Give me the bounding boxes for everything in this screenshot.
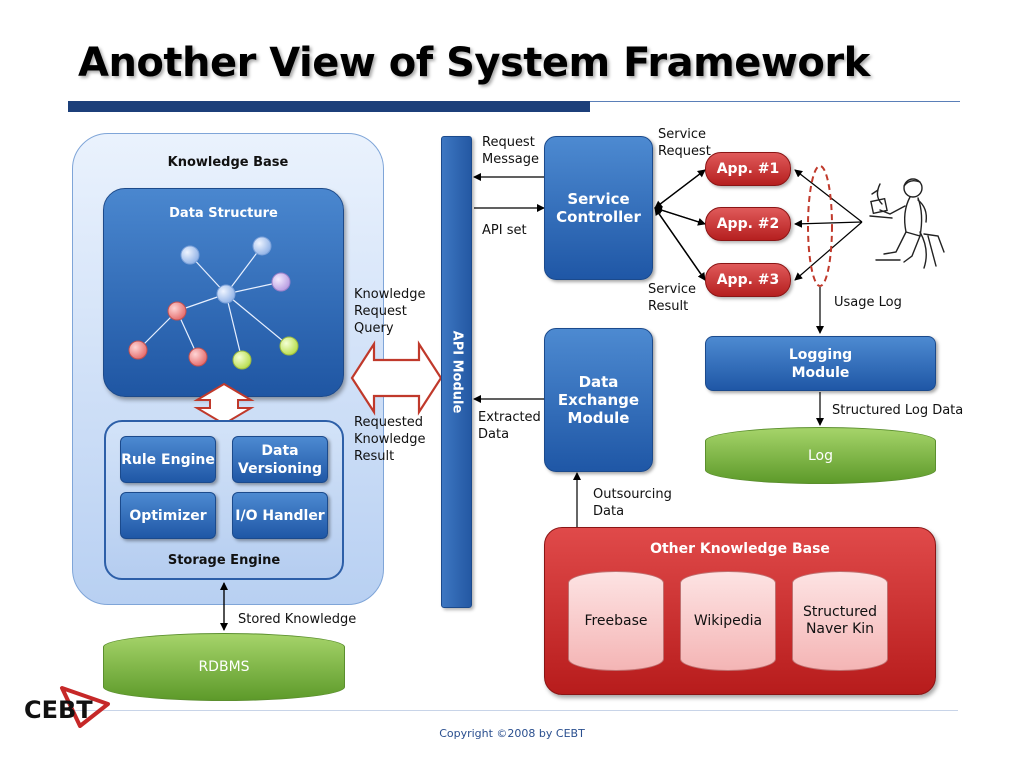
graph-edges bbox=[137, 245, 290, 361]
app-2: App. #2 bbox=[705, 207, 791, 241]
rdbms-store: RDBMS bbox=[103, 633, 345, 701]
knowledge-base-title: Knowledge Base bbox=[167, 155, 289, 170]
io-handler-module: I/O Handler bbox=[232, 492, 328, 539]
request-message-label: Request Message bbox=[482, 135, 539, 167]
title-underline-thin bbox=[590, 101, 960, 102]
double-arrow-horizontal bbox=[350, 340, 443, 416]
graph-nodes bbox=[128, 236, 299, 370]
data-exchange-module: Data Exchange Module bbox=[544, 328, 653, 472]
app-1: App. #1 bbox=[705, 152, 791, 186]
freebase-source: Freebase bbox=[568, 571, 664, 671]
title-underline bbox=[68, 101, 590, 112]
api-set-label: API set bbox=[482, 223, 527, 238]
copyright-text: Copyright ©2008 by CEBT bbox=[439, 727, 585, 740]
service-controller: Service Controller bbox=[544, 136, 653, 280]
usage-log-label: Usage Log bbox=[834, 295, 902, 310]
stored-knowledge-label: Stored Knowledge bbox=[238, 612, 357, 627]
usage-capture-ellipse bbox=[807, 165, 833, 287]
service-result-label: Service Result bbox=[648, 282, 697, 314]
app-3: App. #3 bbox=[705, 263, 791, 297]
data-versioning-module: Data Versioning bbox=[232, 436, 328, 483]
service-app-arrows bbox=[654, 169, 706, 281]
storage-engine-title: Storage Engine bbox=[167, 553, 281, 568]
wikipedia-source: Wikipedia bbox=[680, 571, 776, 671]
data-structure-title: Data Structure bbox=[169, 206, 278, 221]
user-at-computer-icon bbox=[869, 178, 945, 269]
service-request-label: Service Request bbox=[658, 127, 711, 159]
other-knowledge-base-title: Other Knowledge Base bbox=[650, 541, 830, 557]
optimizer-module: Optimizer bbox=[120, 492, 216, 539]
api-module: API Module bbox=[441, 136, 472, 608]
user-app-arrows bbox=[794, 169, 863, 281]
rule-engine-module: Rule Engine bbox=[120, 436, 216, 483]
footer-divider bbox=[68, 710, 958, 711]
structured-log-data-label: Structured Log Data bbox=[832, 403, 964, 418]
svg-text:CEBT: CEBT bbox=[24, 696, 93, 724]
requested-knowledge-result-label: Requested Knowledge Result bbox=[354, 415, 426, 464]
cebt-logo-mark: CEBT bbox=[24, 686, 110, 728]
logging-module: Logging Module bbox=[705, 336, 936, 391]
knowledge-request-query-label: Knowledge Request Query bbox=[354, 287, 426, 336]
cebt-logo: CEBT bbox=[22, 682, 112, 728]
structured-naver-kin-source: Structured Naver Kin bbox=[792, 571, 888, 671]
extracted-data-label: Extracted Data bbox=[478, 410, 541, 442]
api-module-label: API Module bbox=[449, 330, 464, 414]
outsourcing-data-label: Outsourcing Data bbox=[593, 487, 672, 519]
double-arrow-vertical bbox=[193, 382, 255, 426]
slide-title: Another View of System Framework bbox=[78, 40, 870, 86]
log-store: Log bbox=[705, 427, 936, 484]
